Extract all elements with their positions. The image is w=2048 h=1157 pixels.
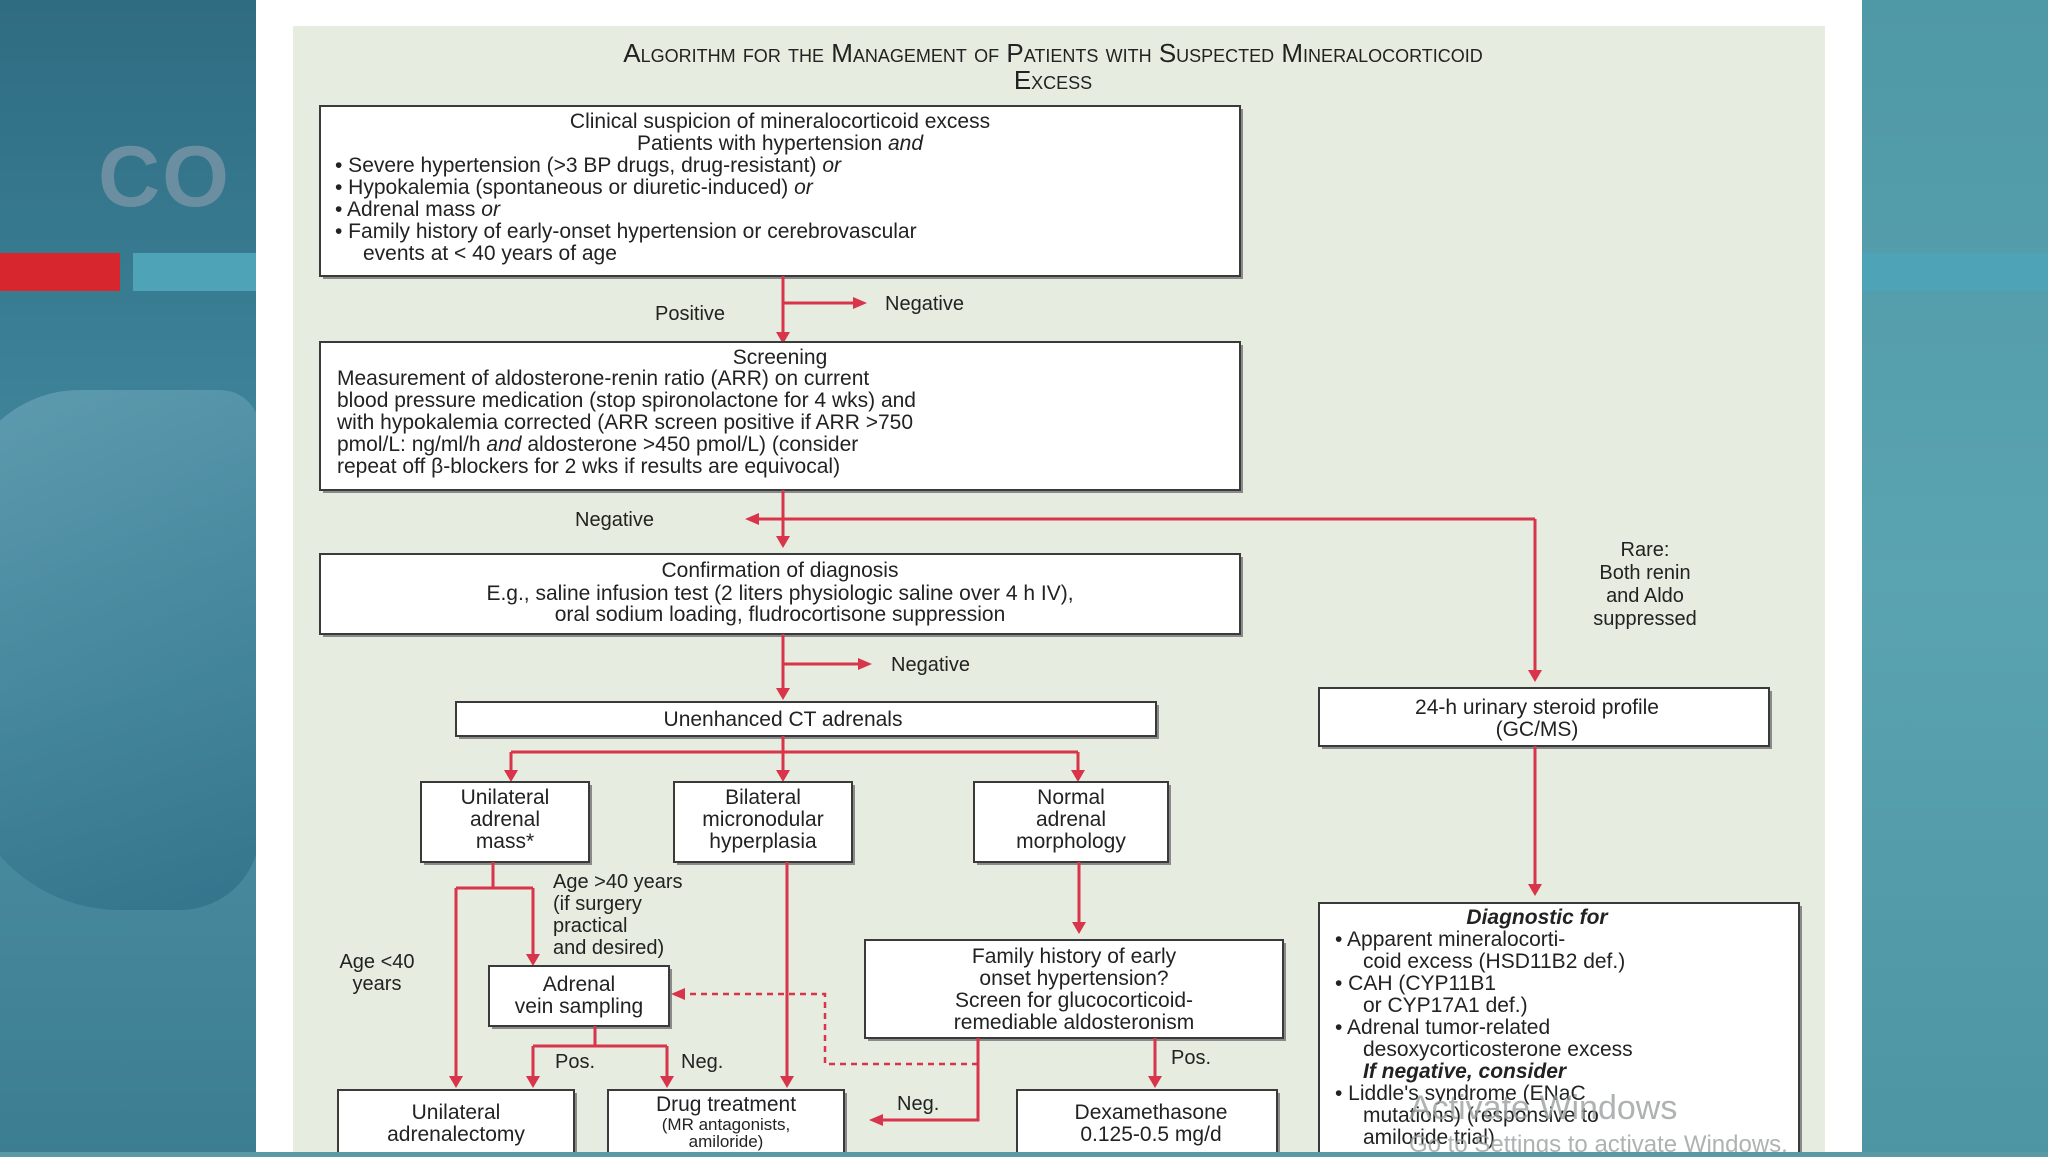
- dexa-line-1: Dexamethasone: [1075, 1101, 1228, 1124]
- drug-line-2: (MR antagonists,: [662, 1115, 791, 1134]
- screening-heading: Screening: [733, 346, 828, 369]
- label-age-gt-1: Age >40 years: [553, 871, 683, 893]
- diagnostic-line-10: amiloride trial): [1363, 1126, 1495, 1149]
- dexa-line-2: 0.125-0.5 mg/d: [1080, 1123, 1221, 1146]
- confirmation-heading: Confirmation of diagnosis: [662, 559, 899, 582]
- adrenal-vein-sampling-box: [488, 965, 670, 1027]
- clinical-bullet-4a: • Family history of early-onset hyperten…: [335, 220, 917, 243]
- label-pos-2: Pos.: [1171, 1047, 1211, 1069]
- label-rare-3: and Aldo: [1606, 585, 1684, 607]
- family-line-1: Family history of early: [972, 945, 1177, 968]
- urinary-line-1: 24-h urinary steroid profile: [1415, 696, 1659, 719]
- diagnostic-box: [1318, 902, 1800, 1157]
- screening-line-1: Measurement of aldosterone-renin ratio (…: [337, 367, 869, 390]
- unilateral-mass-box: [420, 781, 590, 863]
- label-age-gt-2: (if surgery: [553, 893, 642, 915]
- screening-box: [319, 341, 1241, 491]
- hand-shape: [0, 390, 256, 910]
- activate-windows-title: Activate Windows: [1409, 1089, 1677, 1127]
- avs-line-1: Adrenal: [543, 973, 615, 996]
- diagnostic-line-9: mutations) (responsive to: [1363, 1104, 1599, 1127]
- urinary-line-2: (GC/MS): [1496, 718, 1579, 741]
- bilateral-hyperplasia-box: [673, 781, 853, 863]
- normal-line-1: Normal: [1037, 786, 1105, 809]
- avs-line-2: vein sampling: [515, 995, 643, 1018]
- family-line-4: remediable aldosteronism: [954, 1011, 1194, 1034]
- confirmation-line-2: oral sodium loading, fludrocortisone sup…: [555, 603, 1006, 626]
- flowchart: Algorithm for the Management of Patients…: [319, 38, 1802, 1157]
- clinical-subheading: Patients with hypertension and: [637, 132, 924, 155]
- confirmation-line-1: E.g., saline infusion test (2 liters phy…: [486, 582, 1073, 605]
- label-pos-1: Pos.: [555, 1051, 595, 1073]
- confirmation-box: [319, 553, 1241, 635]
- label-age-lt-1: Age <40: [339, 951, 414, 973]
- drug-line-1: Drug treatment: [656, 1093, 796, 1116]
- label-age-lt-2: years: [353, 973, 402, 995]
- diagnostic-line-4: or CYP17A1 def.): [1363, 994, 1528, 1017]
- shirt-lettering: CO: [98, 129, 231, 225]
- right-background-panel: [1862, 0, 2048, 1152]
- unilateral-mass-line-1: Unilateral: [461, 786, 550, 809]
- background-photo: CO: [0, 0, 256, 1152]
- clinical-heading: Clinical suspicion of mineralocorticoid …: [570, 110, 990, 133]
- clinical-bullet-3: • Adrenal mass or: [335, 198, 501, 221]
- label-rare-4: suppressed: [1593, 608, 1696, 630]
- normal-line-3: morphology: [1016, 830, 1126, 853]
- diagnostic-line-7: If negative, consider: [1363, 1060, 1568, 1083]
- clinical-suspicion-box: [319, 105, 1241, 277]
- normal-line-2: adrenal: [1036, 808, 1106, 831]
- adrenalectomy-line-2: adrenalectomy: [387, 1123, 525, 1146]
- clinical-bullet-2: • Hypokalemia (spontaneous or diuretic-i…: [335, 176, 814, 199]
- algorithm-figure: Algorithm for the Management of Patients…: [293, 26, 1825, 1157]
- label-positive: Positive: [655, 303, 725, 325]
- red-accent-band: [0, 253, 120, 291]
- family-history-box: [864, 939, 1284, 1039]
- teal-accent-band-left: [133, 253, 256, 291]
- family-line-2: onset hypertension?: [979, 967, 1168, 990]
- diagnostic-line-1: • Apparent mineralocorti-: [1335, 928, 1565, 951]
- diagnostic-line-2: coid excess (HSD11B2 def.): [1363, 950, 1625, 973]
- diagnostic-line-8: • Liddle's syndrome (ENaC: [1335, 1082, 1586, 1105]
- urinary-profile-box: [1318, 687, 1770, 747]
- family-line-3: Screen for glucocorticoid-: [955, 989, 1193, 1012]
- unilateral-mass-line-2: adrenal: [470, 808, 540, 831]
- bilateral-line-1: Bilateral: [725, 786, 801, 809]
- label-neg-2: Neg.: [897, 1093, 939, 1115]
- label-rare-2: Both renin: [1599, 562, 1690, 584]
- ct-adrenals-label: Unenhanced CT adrenals: [664, 708, 903, 731]
- diagnostic-line-5: • Adrenal tumor-related: [1335, 1016, 1550, 1039]
- activate-windows-subtitle: Go to Settings to activate Windows.: [1409, 1131, 1788, 1152]
- label-age-gt-3: practical: [553, 915, 627, 937]
- figure-title-line2: Excess: [1014, 65, 1092, 95]
- drug-line-3: amiloride): [689, 1132, 764, 1151]
- diagnostic-heading: Diagnostic for: [1466, 906, 1609, 929]
- unilateral-mass-line-3: mass*: [476, 830, 534, 853]
- bilateral-line-3: hyperplasia: [709, 830, 817, 853]
- label-negative-3: Negative: [891, 654, 970, 676]
- label-rare-1: Rare:: [1621, 539, 1670, 561]
- diagnostic-line-6: desoxycorticosterone excess: [1363, 1038, 1633, 1061]
- figure-title-line1: Algorithm for the Management of Patients…: [623, 38, 1483, 68]
- diagnostic-line-3: • CAH (CYP11B1: [1335, 972, 1496, 995]
- bilateral-line-2: micronodular: [702, 808, 823, 831]
- label-negative-1: Negative: [885, 293, 964, 315]
- screening-line-2: blood pressure medication (stop spironol…: [337, 389, 916, 412]
- label-neg-1: Neg.: [681, 1051, 723, 1073]
- clinical-bullet-1: • Severe hypertension (>3 BP drugs, drug…: [335, 154, 842, 177]
- screening-line-5: repeat off β-blockers for 2 wks if resul…: [337, 455, 840, 478]
- dexamethasone-box: [1016, 1089, 1278, 1157]
- screening-line-4: pmol/L: ng/ml/h and aldosterone >450 pmo…: [337, 433, 858, 456]
- screening-line-3: with hypokalemia corrected (ARR screen p…: [336, 411, 913, 434]
- clinical-bullet-4b: events at < 40 years of age: [363, 242, 617, 265]
- label-age-gt-4: and desired): [553, 937, 664, 959]
- label-negative-2: Negative: [575, 509, 654, 531]
- normal-morphology-box: [973, 781, 1169, 863]
- ct-adrenals-box: [455, 701, 1157, 737]
- adrenalectomy-line-1: Unilateral: [412, 1101, 501, 1124]
- adrenalectomy-box: [337, 1089, 575, 1157]
- teal-accent-band-right: [1862, 253, 2048, 291]
- drug-treatment-box: [607, 1089, 845, 1157]
